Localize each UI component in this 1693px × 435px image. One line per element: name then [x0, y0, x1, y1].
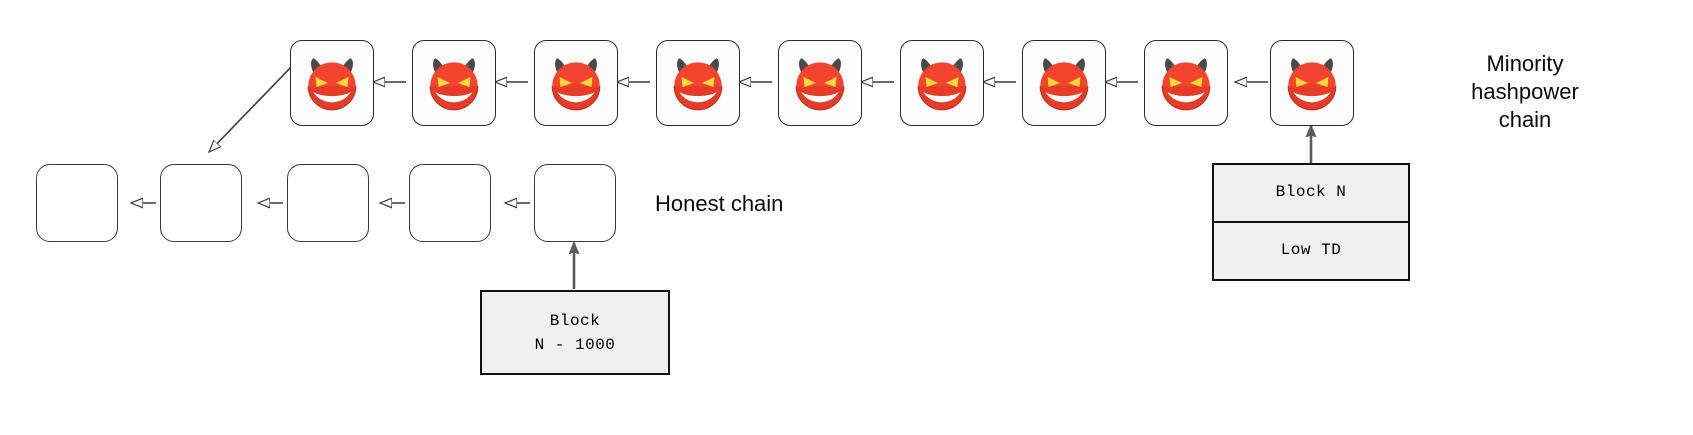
devil-face-icon: [421, 50, 487, 116]
devil-face-icon: [1153, 50, 1219, 116]
honest-block-1[interactable]: [36, 164, 118, 242]
attacker-block-9[interactable]: [1270, 40, 1354, 126]
attacker-block-5[interactable]: [778, 40, 862, 126]
devil-face-icon: [909, 50, 975, 116]
attacker-block-8[interactable]: [1144, 40, 1228, 126]
devil-face-icon: [1279, 50, 1345, 116]
minority-hashpower-chain-label: Minority hashpower chain: [1471, 51, 1579, 133]
fork-arrow: [209, 63, 295, 152]
attacker-block-1[interactable]: [290, 40, 374, 126]
honest-chain-label: Honest chain: [655, 191, 784, 216]
attacker-block-4[interactable]: [656, 40, 740, 126]
block-n-minus-1000-box[interactable]: Block N - 1000: [480, 290, 670, 375]
devil-face-icon: [665, 50, 731, 116]
honest-block-2[interactable]: [160, 164, 242, 242]
attacker-block-7[interactable]: [1022, 40, 1106, 126]
attacker-block-6[interactable]: [900, 40, 984, 126]
block-n-low-td-box[interactable]: Block N Low TD: [1212, 163, 1410, 281]
devil-face-icon: [1031, 50, 1097, 116]
attacker-block-2[interactable]: [412, 40, 496, 126]
block-n-label: Block N: [1275, 183, 1347, 202]
block-n-minus-1000-line-1: Block: [549, 312, 601, 331]
honest-block-3[interactable]: [287, 164, 369, 242]
attacker-block-3[interactable]: [534, 40, 618, 126]
block-n-row: Block N: [1214, 165, 1408, 221]
low-td-row: Low TD: [1214, 221, 1408, 279]
low-td-label: Low TD: [1280, 241, 1342, 260]
honest-block-5[interactable]: [534, 164, 616, 242]
devil-face-icon: [299, 50, 365, 116]
devil-face-icon: [543, 50, 609, 116]
block-n-minus-1000-line-2: N - 1000: [534, 335, 616, 354]
honest-block-4[interactable]: [409, 164, 491, 242]
devil-face-icon: [787, 50, 853, 116]
